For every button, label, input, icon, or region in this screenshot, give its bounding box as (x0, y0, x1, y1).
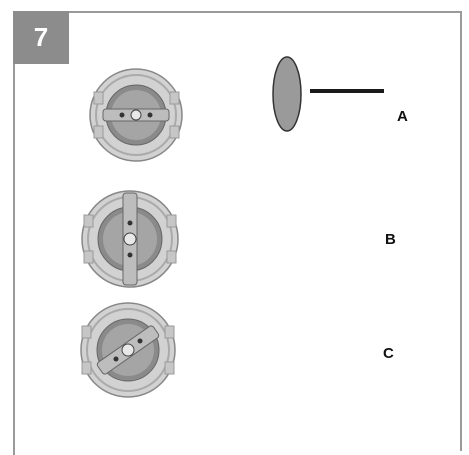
cap-b-illustration (81, 190, 179, 288)
cap-a-illustration (89, 68, 183, 162)
frame-left-border (13, 64, 15, 455)
option-label-a: A (397, 108, 408, 125)
step-number: 7 (33, 22, 49, 52)
cap-c-illustration (80, 302, 176, 398)
frame-top-border (13, 11, 462, 13)
option-label-c: C (383, 345, 394, 362)
ellipse-marker-icon (272, 56, 302, 132)
indicator-line (310, 89, 384, 93)
frame-right-border (460, 11, 462, 451)
step-number-badge: 7 (13, 11, 69, 64)
option-label-b: B (385, 231, 396, 248)
